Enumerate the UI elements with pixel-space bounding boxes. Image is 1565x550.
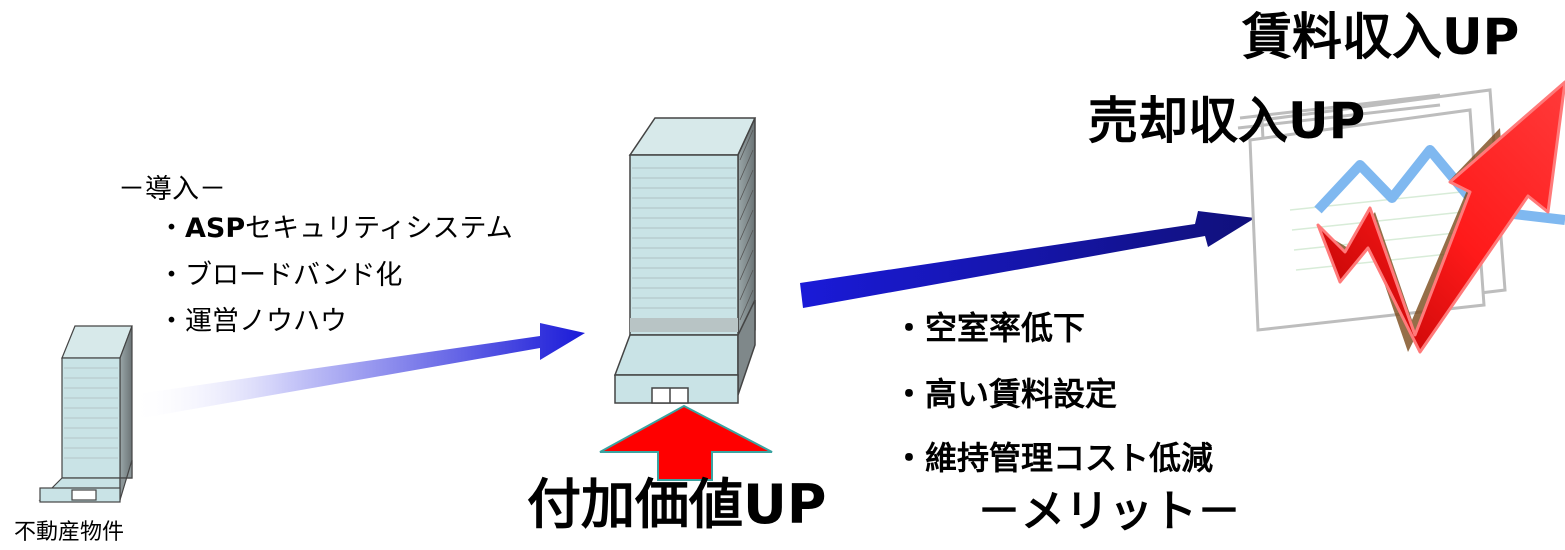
bullet: ・ (158, 260, 185, 291)
chart-red-arrow (1316, 80, 1565, 354)
benefit-high-rent: ・高い賃料設定 (893, 375, 1118, 413)
introduction-item-knowhow: ・運営ノウハウ (158, 308, 347, 335)
bullet: ・ (158, 306, 185, 337)
introduction-item-text: セキュリティシステム (245, 213, 513, 244)
introduction-item-broadband: ・ブロードバンド化 (158, 262, 402, 289)
introduction-title: －導入－ (118, 174, 226, 205)
introduction-item-asp: ・ASPセキュリティシステム (158, 215, 513, 242)
introduction-item-text: 運営ノウハウ (185, 306, 347, 337)
intro-arrow (130, 323, 585, 418)
benefit-vacancy: ・空室率低下 (893, 309, 1086, 347)
large-building-side-stripes (739, 129, 754, 321)
large-building-floors (632, 167, 736, 309)
value-up-arrow (599, 404, 773, 481)
introduction-item-text: ブロードバンド化 (185, 260, 403, 291)
value-up-label: 付加価値UP (527, 473, 827, 536)
merit-label: －メリット－ (977, 486, 1241, 537)
outcome-arrow (800, 211, 1255, 308)
asp-label: ASP (185, 213, 246, 244)
benefit-maintenance: ・維持管理コスト低減 (893, 439, 1214, 477)
rent-income-up-label: 賃料収入UP (1242, 8, 1520, 66)
sale-income-up-label: 売却収入UP (1088, 92, 1366, 150)
small-building-floors (64, 367, 118, 459)
bullet: ・ (158, 213, 185, 244)
large-building-icon (613, 117, 757, 404)
small-building-icon (38, 325, 133, 503)
property-label: 不動産物件 (14, 520, 125, 545)
